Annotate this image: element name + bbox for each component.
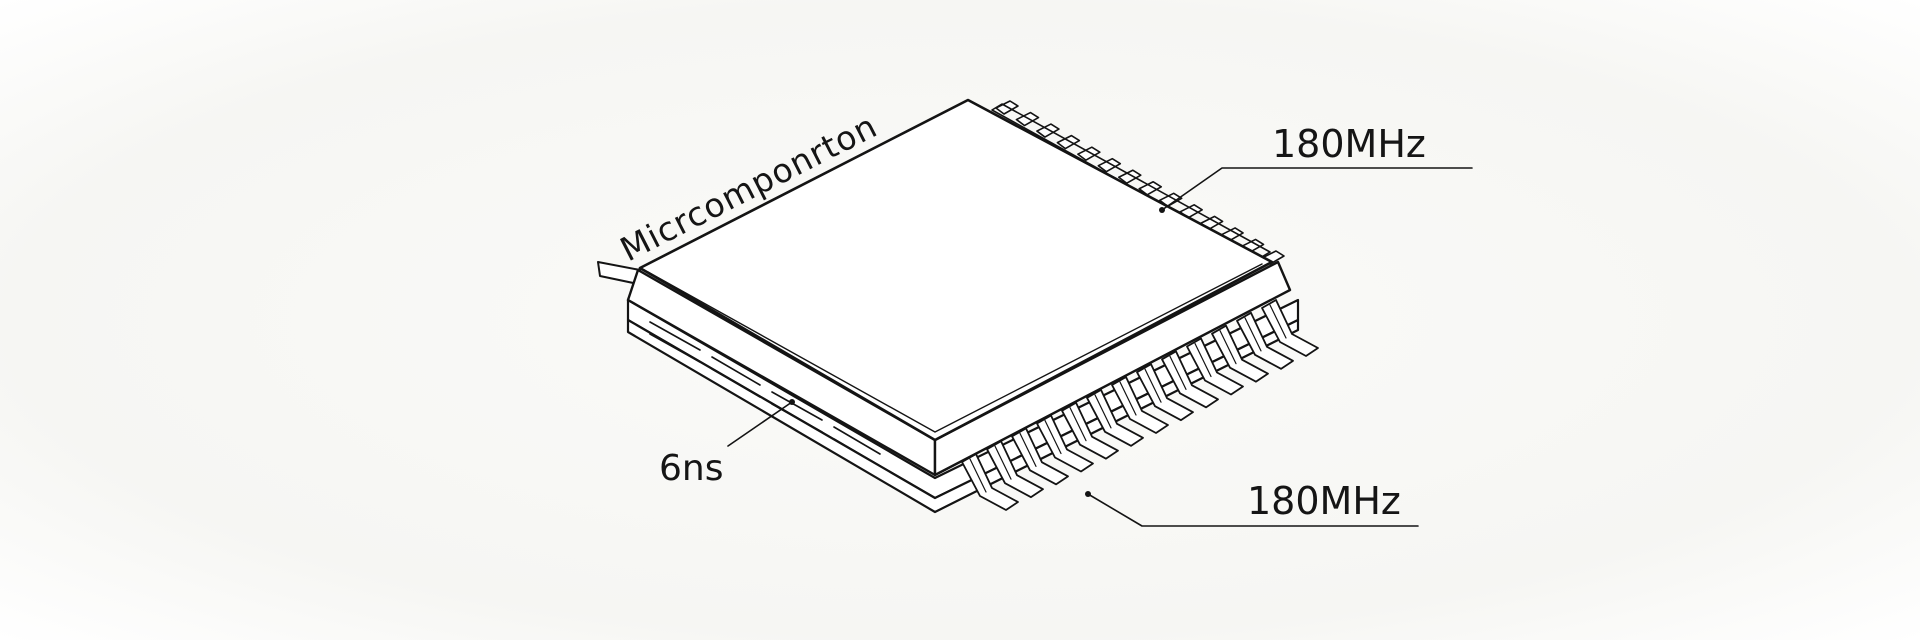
front-pin-ridge — [1044, 419, 1062, 455]
front-pin — [1161, 350, 1219, 409]
front-pin-ridge — [1094, 394, 1112, 429]
back-pin — [1097, 157, 1122, 173]
front-pin-ridge — [1194, 342, 1212, 378]
front-pin-ridge — [1069, 407, 1087, 442]
leader-dot-bottom — [1085, 491, 1091, 497]
back-pin — [1117, 169, 1142, 185]
front-pin-ridge — [1019, 432, 1037, 467]
callout-leaders — [727, 167, 1473, 527]
front-pin-ridge — [994, 445, 1012, 480]
callout-label-left: 6ns — [659, 448, 723, 489]
back-pin — [1077, 146, 1101, 161]
chip-body-right-side — [933, 260, 1292, 477]
leader-line-top — [1161, 167, 1473, 211]
front-pin-ridge — [1269, 304, 1287, 339]
front-pin — [1136, 363, 1194, 422]
back-pin — [1015, 111, 1040, 127]
front-pin-ridge — [1244, 317, 1262, 352]
front-pin-ridge — [1169, 355, 1187, 390]
front-pin-ridge — [1219, 330, 1237, 365]
front-pin — [1111, 376, 1169, 434]
front-pin — [1211, 324, 1269, 383]
front-pin-row — [961, 299, 1319, 511]
leader-dot-top — [1159, 207, 1165, 213]
front-pin-ridge — [1144, 368, 1162, 403]
back-pin — [1036, 123, 1060, 138]
front-pin — [1186, 337, 1244, 396]
callout-label-bottom: 180MHz — [1247, 479, 1401, 523]
front-pin — [1236, 311, 1294, 370]
front-pin-ridge — [1119, 381, 1137, 416]
leader-line-left — [727, 401, 793, 447]
front-pin-ridge — [969, 458, 987, 493]
leader-dot-left — [789, 399, 795, 405]
leader-line-bottom — [1087, 493, 1419, 527]
front-pin — [1261, 299, 1319, 357]
back-pin — [1056, 134, 1081, 150]
callout-label-top: 180MHz — [1272, 122, 1426, 166]
